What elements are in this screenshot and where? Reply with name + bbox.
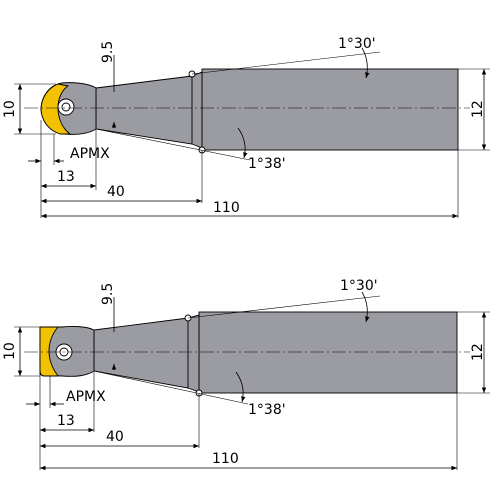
taper-top-arc <box>361 47 370 79</box>
neck-len-label: 40 <box>107 184 125 200</box>
shank-dia-label: 12 <box>470 343 486 361</box>
taper-bottom-arc <box>235 371 246 403</box>
taper-top-ref <box>187 295 381 319</box>
view-radius-tool: 9.5 1°30' 1°38' 10 12 APMX 13 40 110 <box>2 278 490 471</box>
head-dia-label: 10 <box>2 100 18 118</box>
taper-bottom-ref <box>93 370 249 405</box>
taper-top-ref <box>191 51 381 75</box>
clamp-screw-icon <box>57 98 75 116</box>
taper-bottom-arc <box>237 127 248 159</box>
neck-dia-label: 9.5 <box>100 283 116 305</box>
view-ball-nose-tool: 9.5 1°30' 1°38' 10 12 APMX 13 40 110 <box>2 36 490 219</box>
ball-insert <box>40 83 72 135</box>
head-len-label: 13 <box>57 169 75 185</box>
overall-len-label: 110 <box>213 200 240 216</box>
shank <box>201 68 459 151</box>
apmx-label: APMX <box>66 389 106 405</box>
neck <box>93 314 200 393</box>
neck-dia-label: 9.5 <box>100 41 116 63</box>
shank-dia-label: 12 <box>470 100 486 118</box>
taper-top-arc <box>361 291 370 323</box>
taper-top-label: 1°30' <box>340 278 378 294</box>
radius-insert <box>39 326 59 377</box>
taper-bottom-label: 1°38' <box>248 402 286 418</box>
head-len-label: 13 <box>57 413 75 429</box>
taper-bottom-label: 1°38' <box>248 156 286 172</box>
shank <box>198 311 458 394</box>
clamp-screw-socket <box>61 102 71 112</box>
head-dia-label: 10 <box>2 342 18 360</box>
overall-len-label: 110 <box>212 451 239 467</box>
taper-top-label: 1°30' <box>338 36 376 52</box>
apmx-label: APMX <box>70 146 110 162</box>
neck-len-label: 40 <box>106 429 124 445</box>
neck <box>95 71 203 149</box>
taper-bottom-ref <box>95 128 251 161</box>
